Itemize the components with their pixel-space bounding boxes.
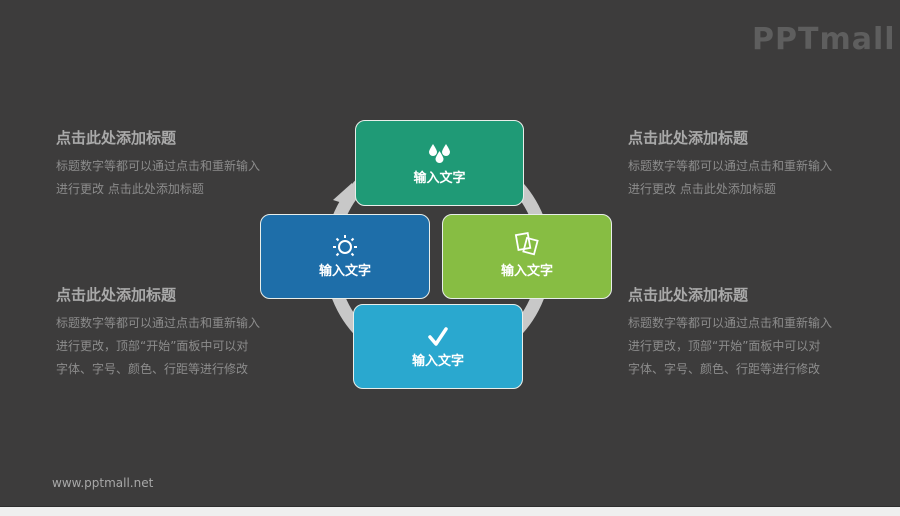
card-label[interactable]: 输入文字 (500, 264, 553, 279)
footer-url[interactable]: www.pptmall.net (52, 476, 154, 490)
card-right[interactable]: 输入文字 (442, 214, 612, 299)
block-title[interactable]: 点击此处添加标题 (56, 286, 177, 304)
body-line: 进行更改 点击此处添加标题 (56, 182, 204, 196)
body-line: 字体、字号、颜色、行距等进行修改 (56, 362, 249, 376)
card-bottom[interactable]: 输入文字 (353, 304, 523, 389)
sun-icon (331, 234, 359, 258)
cycle-arrow-icon (333, 183, 352, 206)
block-body[interactable]: 标题数字等都可以通过点击和重新输入 进行更改 点击此处添加标题 (628, 155, 868, 201)
body-line: 字体、字号、颜色、行距等进行修改 (628, 362, 821, 376)
block-title[interactable]: 点击此处添加标题 (56, 129, 177, 147)
card-label[interactable]: 输入文字 (413, 170, 466, 186)
block-title[interactable]: 点击此处添加标题 (628, 129, 749, 147)
body-line: 标题数字等都可以通过点击和重新输入 (628, 316, 833, 330)
body-line: 标题数字等都可以通过点击和重新输入 (56, 316, 261, 330)
brand-logo: PPTmall (752, 22, 896, 57)
water-drops-icon (427, 141, 453, 165)
card-top[interactable]: 输入文字 (355, 120, 524, 206)
body-line: 进行更改，顶部“开始”面板中可以对 (56, 339, 249, 353)
text-block-bottom-left: 点击此处添加标题 标题数字等都可以通过点击和重新输入 进行更改，顶部“开始”面板… (56, 285, 296, 381)
body-line: 标题数字等都可以通过点击和重新输入 (56, 159, 261, 173)
card-label[interactable]: 输入文字 (318, 264, 371, 279)
checkmark-icon (427, 324, 449, 348)
card-left[interactable]: 输入文字 (260, 214, 430, 299)
text-block-top-right: 点击此处添加标题 标题数字等都可以通过点击和重新输入 进行更改 点击此处添加标题 (628, 128, 868, 201)
text-block-bottom-right: 点击此处添加标题 标题数字等都可以通过点击和重新输入 进行更改，顶部“开始”面板… (628, 285, 868, 381)
documents-icon (513, 232, 541, 258)
body-line: 进行更改，顶部“开始”面板中可以对 (628, 339, 821, 353)
text-block-top-left: 点击此处添加标题 标题数字等都可以通过点击和重新输入 进行更改 点击此处添加标题 (56, 128, 296, 201)
body-line: 标题数字等都可以通过点击和重新输入 (628, 159, 833, 173)
block-body[interactable]: 标题数字等都可以通过点击和重新输入 进行更改，顶部“开始”面板中可以对 字体、字… (56, 312, 296, 381)
block-title[interactable]: 点击此处添加标题 (628, 286, 749, 304)
body-line: 进行更改 点击此处添加标题 (628, 182, 776, 196)
block-body[interactable]: 标题数字等都可以通过点击和重新输入 进行更改，顶部“开始”面板中可以对 字体、字… (628, 312, 868, 381)
card-label[interactable]: 输入文字 (411, 354, 464, 369)
block-body[interactable]: 标题数字等都可以通过点击和重新输入 进行更改 点击此处添加标题 (56, 155, 296, 201)
